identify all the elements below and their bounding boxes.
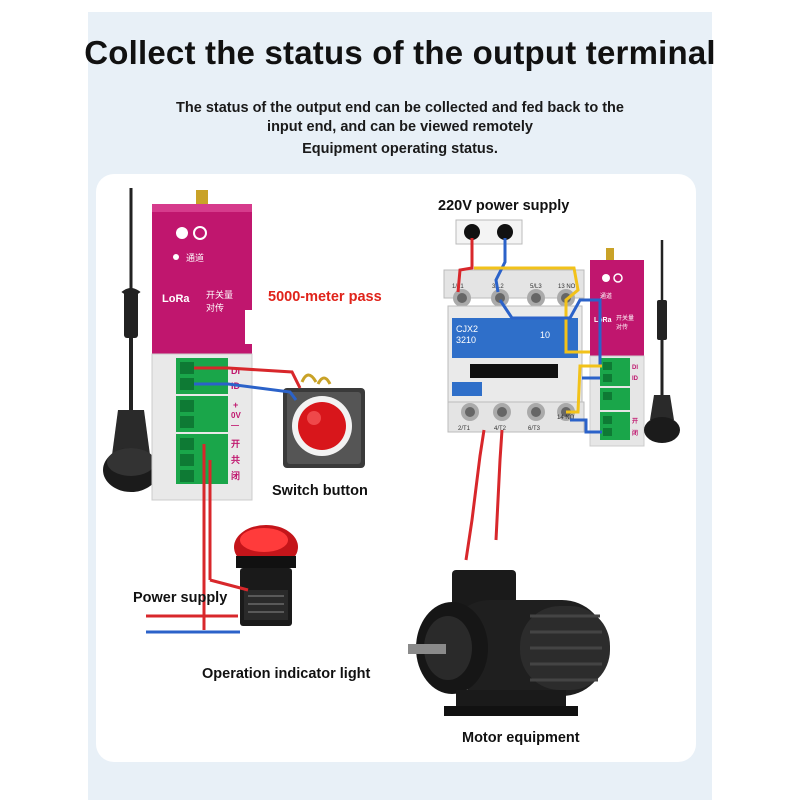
contactor-terminal-t2: 4/T2 xyxy=(494,426,507,432)
right-device-text-1: 开关量 xyxy=(616,314,634,322)
power-socket-icon xyxy=(455,219,523,245)
right-device-led-label: 通道 xyxy=(600,292,612,300)
page-title: Collect the status of the output termina… xyxy=(84,34,716,71)
subtitle-line-2: input end, and can be viewed remotely xyxy=(267,119,533,135)
right-terminal-di: DI xyxy=(632,365,638,371)
left-terminal-common: 共 xyxy=(231,454,240,465)
right-terminal-open: 开 xyxy=(632,417,638,425)
motor-equipment-label: Motor equipment xyxy=(462,730,580,746)
right-device-text-2: 对传 xyxy=(616,323,628,331)
subtitle-line-3: Equipment operating status. xyxy=(302,141,498,157)
indicator-light-icon xyxy=(234,525,298,626)
left-terminal-close: 闭 xyxy=(231,470,240,481)
right-device-brand: LoRa xyxy=(594,317,612,324)
power-supply-label: Power supply xyxy=(133,590,228,606)
right-terminal-id: ID xyxy=(632,376,639,382)
right-terminal-close: 闭 xyxy=(632,429,638,437)
switch-button-icon xyxy=(283,373,365,468)
left-device-led-label: 通道 xyxy=(186,252,204,263)
left-terminal-di: DI xyxy=(231,366,240,376)
left-device-text-1: 开关量 xyxy=(206,289,233,300)
left-terminal-minus: — xyxy=(231,421,239,430)
left-device-brand: LoRa xyxy=(162,293,190,305)
pass-distance-label: 5000-meter pass xyxy=(268,289,382,305)
right-lora-module: 通道 LoRa 开关量 对传 DI ID 开 闭 xyxy=(589,248,645,447)
left-antenna-icon xyxy=(103,188,159,492)
left-wiring xyxy=(146,366,302,634)
contactor-terminal-l3: 5/L3 xyxy=(530,284,542,290)
indicator-light-label: Operation indicator light xyxy=(202,666,371,682)
label-cover xyxy=(245,310,395,344)
contactor-terminal-14no: 14 NO xyxy=(557,415,575,421)
contactor-code: 3210 xyxy=(456,335,476,345)
power-220v-label: 220V power supply xyxy=(438,198,570,214)
left-terminal-0v: 0V xyxy=(231,411,241,420)
right-antenna-icon xyxy=(644,240,680,443)
right-wiring xyxy=(456,238,602,561)
left-terminal-open: 开 xyxy=(231,439,240,449)
left-terminal-plus: + xyxy=(233,400,238,410)
contactor-terminal-t1: 2/T1 xyxy=(458,426,471,432)
left-lora-module: 通道 LoRa 开关量 对传 DI ID + 0V — 开 共 闭 xyxy=(151,190,253,501)
contactor-icon: 1/L1 3/L2 5/L3 13 NO CJX2 3210 10 2/T1 4… xyxy=(443,269,585,433)
contactor-terminal-t3: 6/T3 xyxy=(528,426,541,432)
contactor-model: CJX2 xyxy=(456,324,478,334)
contactor-terminal-13no: 13 NO xyxy=(558,284,576,290)
left-device-text-2: 对传 xyxy=(206,302,224,313)
subtitle-line-1: The status of the output end can be coll… xyxy=(176,100,624,116)
switch-button-label: Switch button xyxy=(272,483,368,499)
contactor-number: 10 xyxy=(540,330,550,340)
motor-icon xyxy=(408,570,610,716)
